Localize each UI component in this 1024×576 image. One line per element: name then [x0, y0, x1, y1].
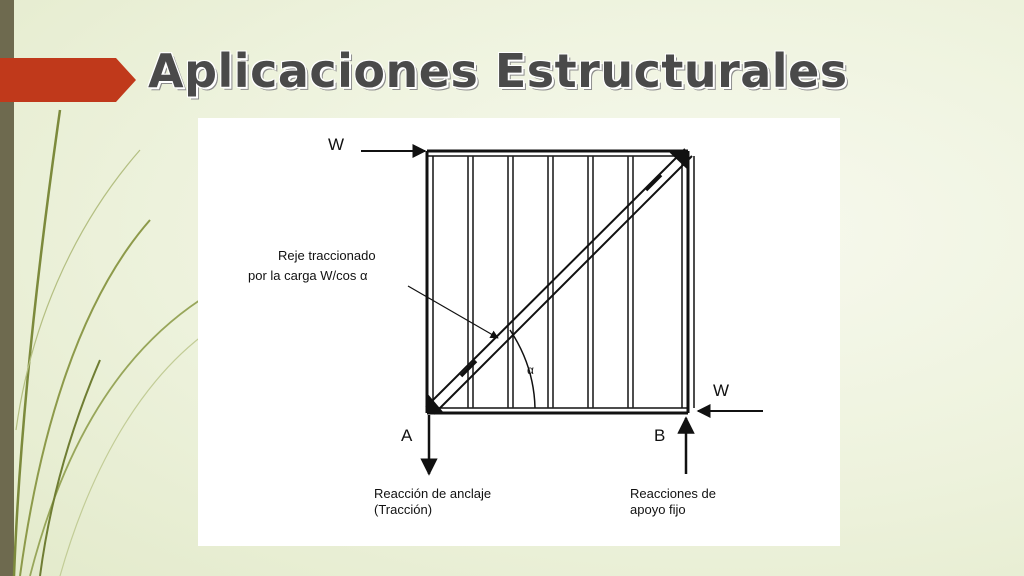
- angle-arc: [509, 329, 536, 409]
- brace-leader-line: [407, 285, 499, 339]
- reaction-b-label-line2: apoyo fijo: [630, 502, 686, 517]
- brace-label-line1: Reje traccionado: [278, 248, 376, 263]
- left-accent-bar: [0, 0, 14, 576]
- reaction-b-label-line1: Reacciones de: [630, 486, 716, 501]
- wall-frame: [425, 149, 695, 415]
- slide-title: Aplicaciones Estructurales: [148, 44, 848, 98]
- right-load-label: W: [713, 381, 729, 400]
- top-load-label: W: [328, 135, 344, 154]
- reaction-a-label-line2: (Tracción): [374, 502, 432, 517]
- diagonal-brace: [425, 148, 693, 415]
- structural-diagram: W W Reje traccionado por la carga W/cos …: [198, 118, 840, 546]
- node-a-label: A: [401, 426, 413, 445]
- node-b-label: B: [654, 426, 665, 445]
- reaction-a-label-line1: Reacción de anclaje: [374, 486, 491, 501]
- corner-gusset-b: [668, 151, 688, 170]
- title-arrow-icon: [0, 58, 136, 102]
- decorative-curves: [12, 109, 211, 576]
- brace-label-line2: por la carga W/cos α: [248, 268, 368, 283]
- corner-gusset-a: [427, 393, 444, 413]
- angle-label: α: [527, 363, 534, 377]
